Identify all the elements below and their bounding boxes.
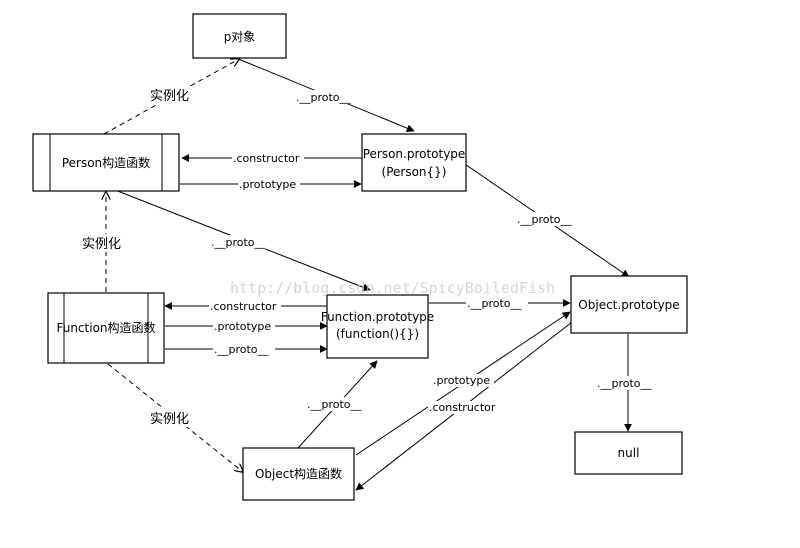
label-prototype-1: .prototype [239, 178, 296, 191]
label-proto-4: .__proto__ [214, 343, 269, 356]
node-p-object-label: p对象 [224, 30, 256, 44]
label-instantiate-1: 实例化 [150, 89, 189, 104]
node-person-prototype-label-1: Person.prototype [363, 147, 466, 161]
node-object-prototype-label: Object.prototype [578, 298, 679, 312]
edge-person-instantiate-p [103, 59, 239, 135]
label-constructor-2: .constructor [210, 300, 277, 313]
node-object-constructor: Object构造函数 [242, 447, 355, 501]
label-instantiate-2: 实例化 [82, 237, 121, 252]
node-function-constructor: Function构造函数 [47, 292, 165, 364]
label-proto-1: .__proto__ [296, 91, 351, 104]
label-instantiate-3: 实例化 [150, 412, 189, 427]
node-function-prototype-label-2: (function(){}) [336, 327, 419, 341]
node-function-prototype-label-1: Function.prototype [321, 310, 434, 324]
edge-function-instantiate-object [107, 363, 243, 472]
label-prototype-2: .prototype [214, 320, 271, 333]
node-function-constructor-label: Function构造函数 [56, 320, 155, 335]
label-constructor-3: .constructor [429, 401, 496, 414]
node-object-constructor-label: Object构造函数 [255, 466, 342, 481]
node-function-prototype: Function.prototype (function(){}) [321, 294, 434, 359]
label-constructor-1: .constructor [233, 152, 300, 165]
node-person-constructor: Person构造函数 [32, 133, 180, 192]
label-prototype-3: .prototype [433, 374, 490, 387]
label-proto-7: .__proto__ [307, 398, 362, 411]
node-null: null [574, 431, 683, 475]
label-proto-6: .__proto__ [597, 377, 652, 390]
label-proto-3: .__proto__ [211, 236, 266, 249]
node-null-label: null [618, 446, 640, 460]
node-person-prototype-label-2: (Person{}) [382, 165, 447, 179]
watermark-text: http://blog.csdn.net/SpicyBoiledFish [230, 279, 555, 297]
node-person-prototype: Person.prototype (Person{}) [361, 133, 467, 192]
node-object-prototype: Object.prototype [570, 275, 688, 334]
node-p-object: p对象 [192, 13, 287, 59]
label-proto-2: .__proto__ [517, 213, 572, 226]
label-proto-5: .__proto__ [467, 297, 522, 310]
node-person-constructor-label: Person构造函数 [62, 155, 150, 170]
